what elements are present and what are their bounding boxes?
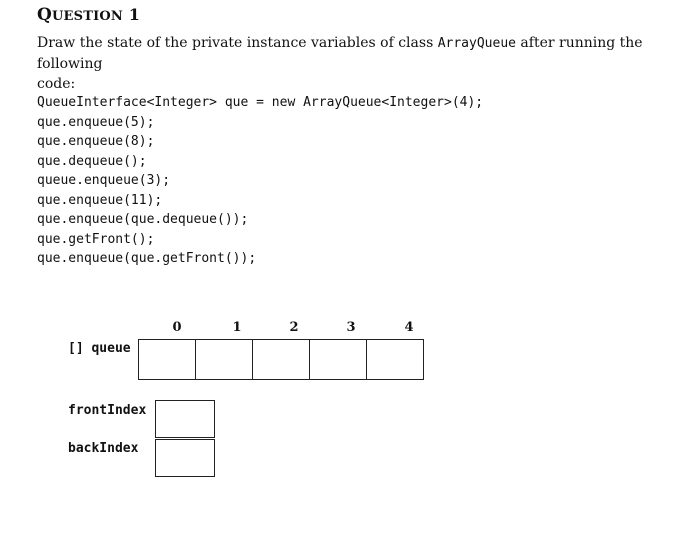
code-line: queue.enqueue(3); [37,173,171,188]
front-index-box[interactable] [155,400,215,438]
array-cell-0[interactable] [139,340,196,379]
prompt-class-name: ArrayQueue [437,36,516,51]
array-cell-1[interactable] [196,340,253,379]
title-rest: UESTION [52,9,124,24]
code-line: que.enqueue(11); [37,192,163,208]
prompt-line-2: code: [37,76,76,92]
code-line: que.dequeue(); [37,153,147,169]
array-index-2: 2 [289,320,299,335]
array-index-0: 0 [172,320,182,335]
array-cell-2[interactable] [253,340,310,379]
queue-array [138,339,424,380]
back-index-box[interactable] [155,439,215,477]
queue-array-label: [] queue [68,341,131,356]
array-cell-3[interactable] [310,340,367,379]
question-title: QUESTION 1 [37,5,140,25]
front-index-label: frontIndex [68,403,147,418]
code-line: que.enqueue(5); [37,114,155,130]
prompt-text-start: Draw the state of the private instance v… [37,35,438,51]
code-block: QueueInterface<Integer> que = new ArrayQ… [37,93,483,269]
array-cell-4[interactable] [367,340,423,379]
code-line: que.enqueue(que.getFront()); [37,251,257,266]
array-index-3: 3 [346,320,356,335]
array-index-1: 1 [232,320,242,335]
title-prefix: Q [37,5,53,25]
array-index-4: 4 [404,320,414,335]
question-prompt: Draw the state of the private instance v… [37,33,657,94]
code-line: que.enqueue(8); [37,134,155,149]
code-line: que.getFront(); [37,231,155,247]
prompt-text-end: after running the following [37,35,643,72]
title-number: 1 [128,5,141,24]
back-index-label: backIndex [68,441,139,456]
code-line: QueueInterface<Integer> que = new ArrayQ… [37,95,484,110]
code-line: que.enqueue(que.dequeue()); [37,212,249,227]
